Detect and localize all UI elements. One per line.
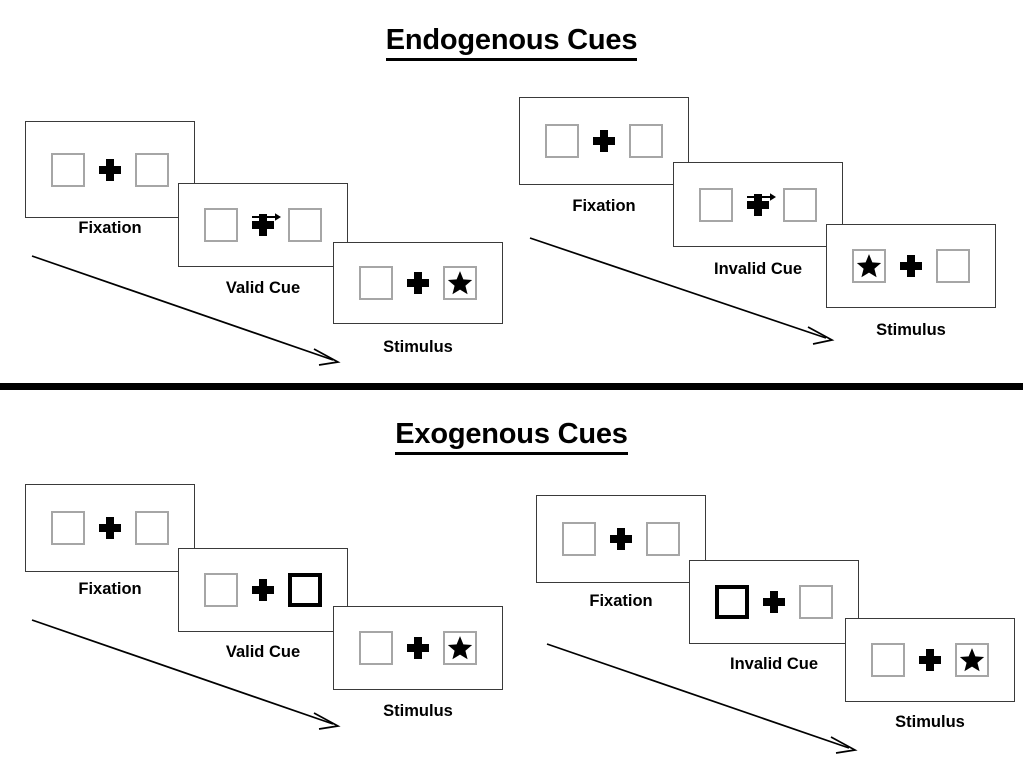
fixation-cross-icon: [252, 213, 281, 236]
stage-label-exogenous-invalid-stimulus: Stimulus: [895, 713, 965, 731]
panel-exogenous-valid-stimulus: [333, 606, 503, 690]
panel-endogenous-valid-stimulus: [333, 242, 503, 324]
stage-label-endogenous-invalid-stimulus: Stimulus: [876, 321, 946, 339]
panel-content: [674, 163, 842, 246]
panel-exogenous-valid-fixation: [25, 484, 195, 572]
black-star-icon: [447, 636, 473, 660]
panel-content: [690, 561, 858, 643]
right-box: [135, 511, 169, 545]
left-box: [562, 522, 596, 556]
panel-content: [179, 549, 347, 631]
left-box: [852, 249, 886, 283]
section-title-exogenous-text: Exogenous Cues: [395, 418, 628, 455]
stage-label-exogenous-invalid-fixation: Fixation: [589, 592, 653, 610]
right-arrow-icon: [252, 213, 281, 221]
left-box: [545, 124, 579, 158]
fixation-cross-icon: [900, 255, 922, 277]
panel-exogenous-invalid-cue: [689, 560, 859, 644]
stage-label-exogenous-valid-cue: Valid Cue: [225, 643, 301, 661]
fixation-cross-icon: [252, 579, 274, 601]
left-box: [699, 187, 733, 222]
left-box: [51, 511, 85, 545]
right-box: [955, 643, 989, 677]
fixation-cross-icon: [99, 158, 121, 181]
stage-label-endogenous-valid-stimulus: Stimulus: [383, 338, 453, 356]
right-box: [646, 522, 680, 556]
stage-label-endogenous-invalid-cue: Invalid Cue: [713, 260, 803, 278]
panel-endogenous-valid-cue: [178, 183, 348, 267]
panel-endogenous-invalid-cue: [673, 162, 843, 247]
black-star-icon: [447, 271, 473, 295]
panel-content: [179, 184, 347, 266]
panel-exogenous-invalid-stimulus: [845, 618, 1015, 702]
panel-content: [827, 225, 995, 307]
panel-content: [846, 619, 1014, 701]
left-box: [204, 573, 238, 607]
stage-label-endogenous-invalid-fixation: Fixation: [572, 197, 636, 215]
flow-arrow-endogenous-invalid: [529, 237, 835, 345]
section-title-endogenous: Endogenous Cues: [0, 24, 1023, 61]
panel-exogenous-valid-cue: [178, 548, 348, 632]
right-box-cued: [288, 573, 322, 607]
fixation-cross-icon: [99, 517, 121, 539]
left-box: [359, 631, 393, 665]
left-box: [871, 643, 905, 677]
right-box: [443, 631, 477, 665]
right-box: [936, 249, 970, 283]
section-divider: [0, 383, 1023, 390]
flow-arrow-endogenous-valid: [31, 255, 341, 366]
panel-endogenous-valid-fixation: [25, 121, 195, 218]
panel-endogenous-invalid-stimulus: [826, 224, 996, 308]
stage-label-exogenous-valid-fixation: Fixation: [78, 580, 142, 598]
flow-arrow-exogenous-valid: [31, 619, 341, 730]
panel-content: [520, 98, 688, 184]
panel-endogenous-invalid-fixation: [519, 97, 689, 185]
left-box: [359, 266, 393, 300]
fixation-cross-icon: [919, 649, 941, 671]
right-box: [135, 152, 169, 187]
flow-arrow-exogenous-invalid: [546, 643, 858, 754]
panel-content: [334, 607, 502, 689]
fixation-cross-icon: [407, 272, 429, 294]
right-box: [629, 124, 663, 158]
stage-label-endogenous-valid-cue: Valid Cue: [225, 279, 301, 297]
right-box: [288, 208, 322, 242]
panel-content: [537, 496, 705, 582]
right-arrow-icon: [747, 192, 776, 201]
panel-content: [334, 243, 502, 323]
fixation-cross-icon: [407, 637, 429, 659]
fixation-cross-icon: [593, 130, 615, 152]
black-star-icon: [856, 254, 882, 278]
right-box: [783, 187, 817, 222]
fixation-cross-icon: [763, 591, 785, 613]
black-star-icon: [959, 648, 985, 672]
section-title-endogenous-text: Endogenous Cues: [385, 24, 637, 61]
stage-label-exogenous-invalid-cue: Invalid Cue: [729, 655, 819, 673]
left-box: [204, 208, 238, 242]
fixation-cross-icon: [747, 192, 776, 216]
panel-content: [26, 122, 194, 217]
left-box-cued: [715, 585, 749, 619]
right-box: [799, 585, 833, 619]
section-title-exogenous: Exogenous Cues: [0, 418, 1023, 455]
panel-exogenous-invalid-fixation: [536, 495, 706, 583]
panel-content: [26, 485, 194, 571]
right-box: [443, 266, 477, 300]
left-box: [51, 152, 85, 187]
stage-label-endogenous-valid-fixation: Fixation: [78, 219, 142, 237]
stage-label-exogenous-valid-stimulus: Stimulus: [383, 702, 453, 720]
fixation-cross-icon: [610, 528, 632, 550]
